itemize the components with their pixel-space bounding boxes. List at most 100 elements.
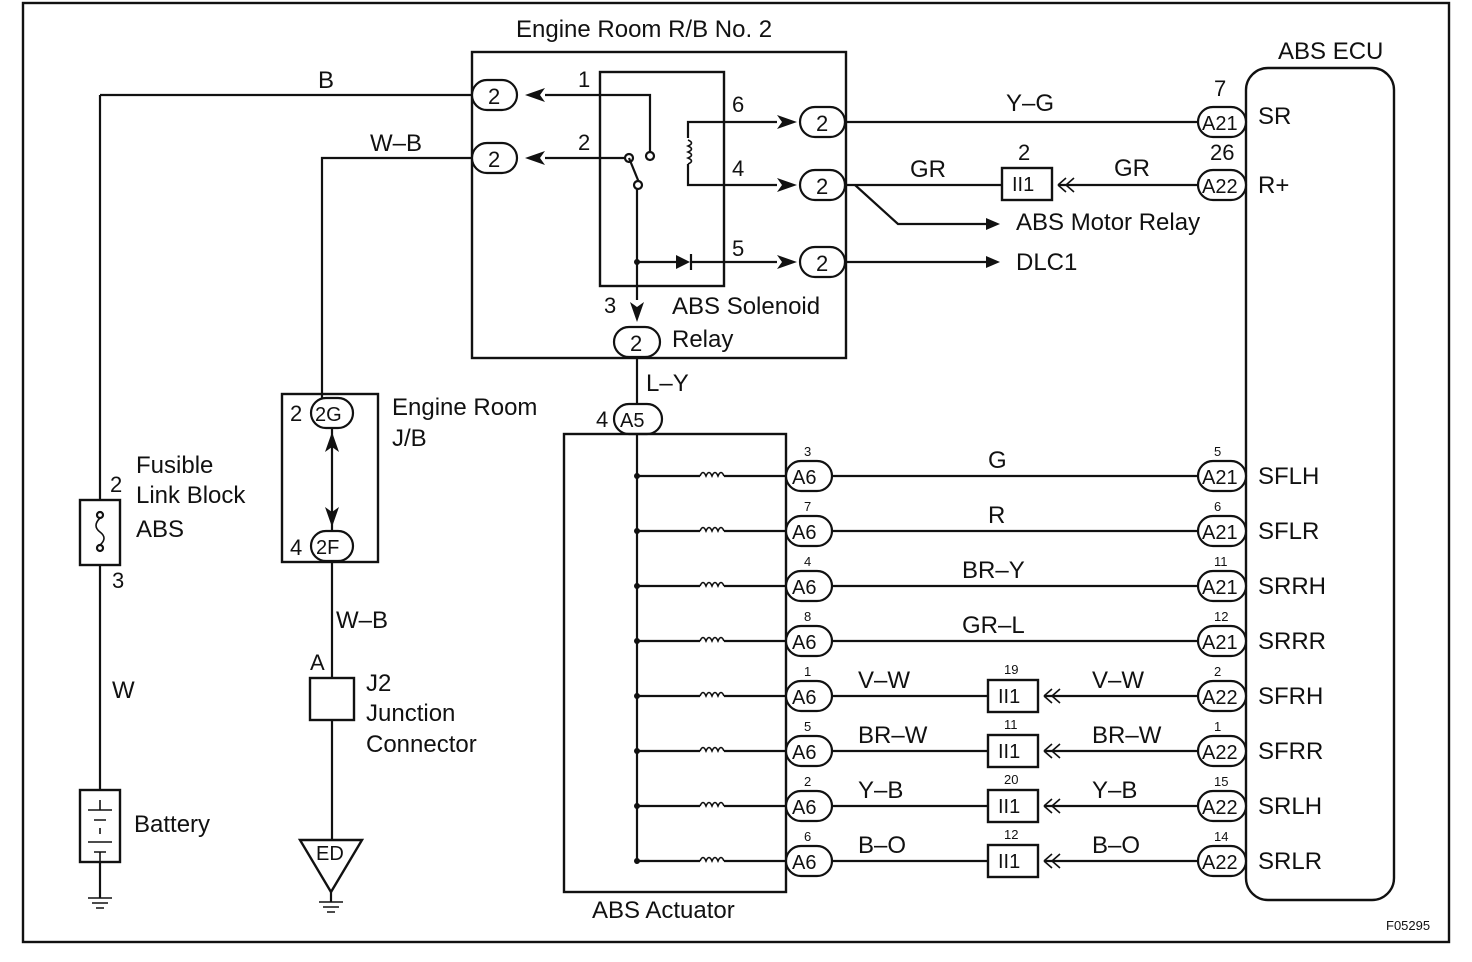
abs-actuator: ABS Actuator: [562, 432, 788, 924]
wire-color: R: [988, 502, 1005, 529]
a6-connector-label: A6: [792, 742, 816, 764]
ecu-connector-label: A22: [1202, 797, 1238, 819]
ii1-pin: 20: [1004, 772, 1018, 787]
solenoid-coil-icon: [699, 581, 725, 589]
wire-color: V–W: [858, 667, 910, 694]
wire-color: V–W: [1092, 667, 1144, 694]
ii1-connector-label: II1: [998, 741, 1020, 763]
svg-text:6: 6: [732, 92, 744, 117]
svg-text:2: 2: [110, 472, 122, 497]
a6-connector-label: A6: [792, 797, 816, 819]
svg-text:SR: SR: [1258, 103, 1291, 130]
a6-pin: 3: [804, 444, 811, 459]
svg-text:J2: J2: [366, 670, 391, 697]
ii1-connector-label: II1: [998, 686, 1020, 708]
engine-room-rb-no2: Engine Room R/B No. 2 2 2 2: [470, 16, 848, 360]
ecu-terminal: SRLR: [1258, 848, 1322, 875]
ecu-connector: [1196, 569, 1248, 603]
ecu-connector-label: A21: [1202, 577, 1238, 599]
svg-text:Fusible: Fusible: [136, 452, 213, 479]
ecu-connector: [1196, 514, 1248, 548]
svg-text:2G: 2G: [315, 404, 342, 426]
svg-text:A: A: [310, 650, 325, 675]
ii1-pin: 12: [1004, 827, 1018, 842]
svg-text:26: 26: [1210, 140, 1234, 165]
svg-text:Battery: Battery: [134, 811, 210, 838]
svg-text:W: W: [112, 677, 135, 704]
svg-text:W–B: W–B: [336, 607, 388, 634]
svg-text:W–B: W–B: [370, 130, 422, 157]
a6-connector-label: A6: [792, 467, 816, 489]
svg-text:II1: II1: [1012, 174, 1034, 196]
svg-text:2: 2: [630, 331, 642, 356]
a6-connector-label: A6: [792, 577, 816, 599]
svg-text:5: 5: [732, 236, 744, 261]
solenoid-coil-icon: [699, 471, 725, 479]
svg-text:A5: A5: [620, 410, 644, 432]
svg-text:A22: A22: [1202, 176, 1238, 198]
ecu-pin: 2: [1214, 664, 1221, 679]
ecu-connector: [1196, 679, 1248, 713]
dlc1-label: DLC1: [1016, 249, 1077, 276]
wire-color: BR–Y: [962, 557, 1025, 584]
svg-text:2: 2: [816, 251, 828, 276]
ecu-connector: [1196, 844, 1248, 878]
ecu-terminal: SFLR: [1258, 518, 1319, 545]
svg-text:4: 4: [290, 535, 302, 560]
a6-pin: 5: [804, 719, 811, 734]
wire-color: Y–B: [1092, 777, 1137, 804]
a6-pin: 7: [804, 499, 811, 514]
ecu-title: ABS ECU: [1278, 38, 1383, 65]
svg-text:ED: ED: [316, 843, 344, 865]
fusible-link: [78, 498, 122, 567]
svg-text:2: 2: [488, 84, 500, 109]
solenoid-coil-icon: [699, 746, 725, 754]
rb-title: Engine Room R/B No. 2: [516, 16, 772, 43]
svg-text:Relay: Relay: [672, 326, 733, 353]
ecu-terminal: SRLH: [1258, 793, 1322, 820]
ecu-connector-label: A21: [1202, 522, 1238, 544]
svg-text:4: 4: [732, 156, 744, 181]
figure-code: F05295: [1386, 918, 1430, 933]
svg-text:Y–G: Y–G: [1006, 90, 1054, 117]
ecu-connector-label: A21: [1202, 467, 1238, 489]
ecu-connector-label: A22: [1202, 687, 1238, 709]
ecu-connector-label: A22: [1202, 742, 1238, 764]
wire-color: B–O: [858, 832, 906, 859]
svg-text:Connector: Connector: [366, 731, 477, 758]
svg-text:3: 3: [112, 568, 124, 593]
ecu-connector: [1196, 624, 1248, 658]
solenoid-coil-icon: [699, 801, 725, 809]
ecu-terminal: SFRH: [1258, 683, 1323, 710]
ii1-connector: [986, 843, 1040, 879]
wire-color: B–O: [1092, 832, 1140, 859]
ground-ed: [297, 838, 365, 895]
wire-color: BR–W: [858, 722, 928, 749]
solenoid-coil-icon: [699, 856, 725, 864]
ecu-terminal: SFRR: [1258, 738, 1323, 765]
svg-text:4: 4: [596, 407, 608, 432]
svg-text:7: 7: [1214, 76, 1226, 101]
a6-pin: 6: [804, 829, 811, 844]
ecu-pin: 14: [1214, 829, 1228, 844]
diagram-frame: [21, 1, 1451, 944]
ii1-connector: [986, 788, 1040, 824]
abs-ecu: ABS ECU A21 A22 7 26 SR R+: [1196, 38, 1396, 902]
a6-connector-label: A6: [792, 852, 816, 874]
supply-circuit: B W 2 3 Fusible Link Block ABS Battery W…: [78, 67, 537, 913]
ecu-pin: 6: [1214, 499, 1221, 514]
a6-connector-label: A6: [792, 632, 816, 654]
wire-color: G: [988, 447, 1007, 474]
ii1-connector-label: II1: [998, 796, 1020, 818]
ii1-pin: 11: [1004, 717, 1018, 732]
solenoid-coil-icon: [699, 691, 725, 699]
svg-text:R+: R+: [1258, 172, 1289, 199]
wire-color: GR–L: [962, 612, 1025, 639]
ecu-pin: 5: [1214, 444, 1221, 459]
svg-text:J/B: J/B: [392, 425, 427, 452]
ecu-terminal: SFLH: [1258, 463, 1319, 490]
ecu-pin: 11: [1214, 554, 1228, 569]
svg-text:ABS: ABS: [136, 516, 184, 543]
svg-text:1: 1: [578, 67, 590, 92]
